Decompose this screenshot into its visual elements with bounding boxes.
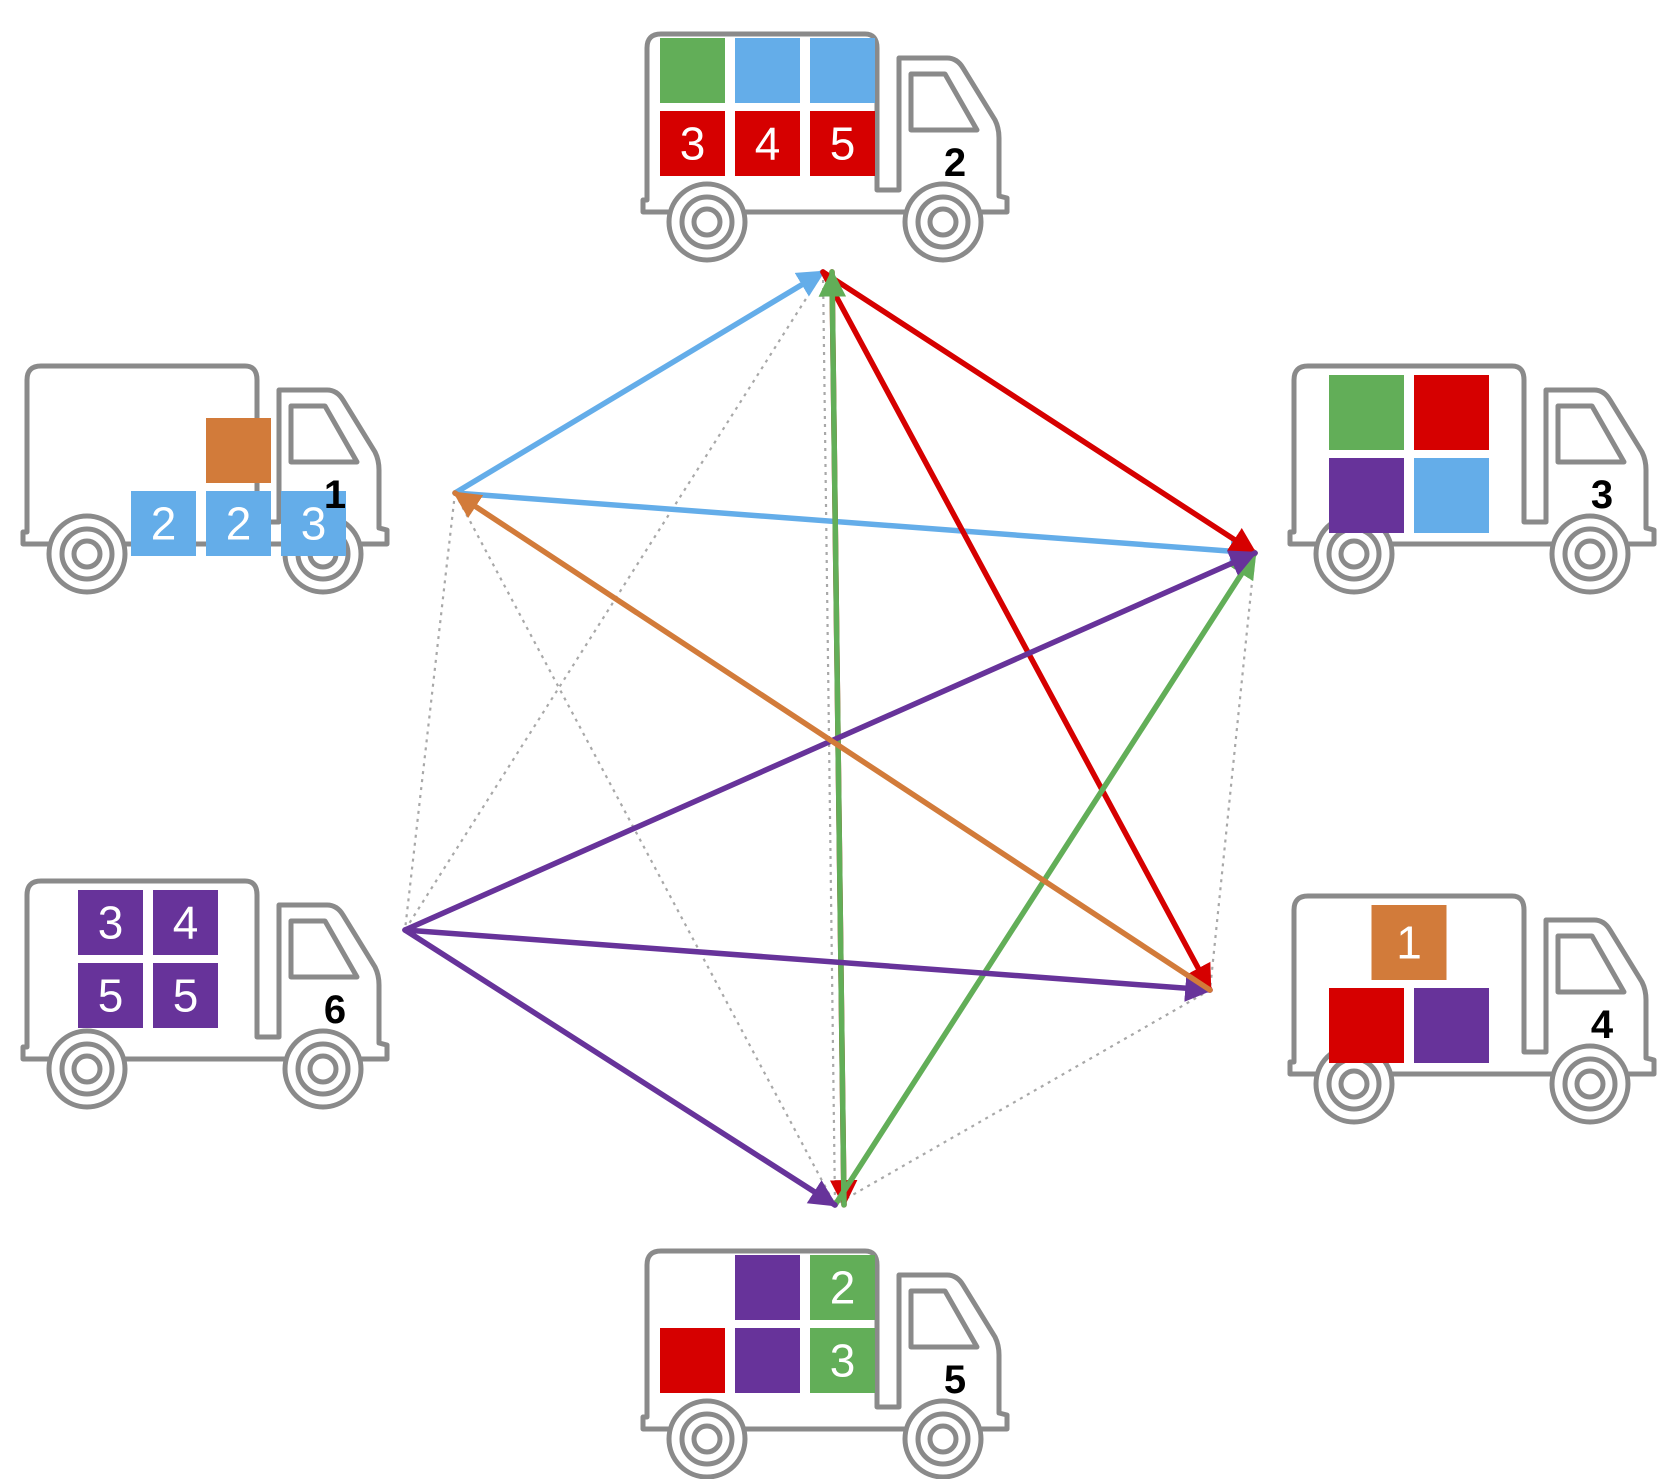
cargo-box-label: 2 — [226, 498, 252, 550]
cargo-box-label: 3 — [830, 1335, 856, 1387]
cargo-box — [1414, 988, 1489, 1063]
cargo-box — [810, 38, 875, 103]
dotted-link-4-5 — [834, 989, 1211, 1206]
cargo-box — [735, 1328, 800, 1393]
front-wheel — [1549, 1043, 1631, 1125]
cargo-box: 3 — [810, 1328, 875, 1393]
cargo-box: 5 — [153, 963, 218, 1028]
front-wheel — [902, 181, 984, 263]
cargo-box: 3 — [660, 111, 725, 176]
dotted-link-1-6 — [403, 492, 457, 931]
cargo-box: 2 — [810, 1255, 875, 1320]
truck-number: 3 — [1591, 473, 1613, 517]
cargo-box-label: 3 — [680, 118, 706, 170]
truck-number: 2 — [944, 141, 966, 185]
rear-wheel — [666, 1398, 748, 1479]
cargo-box — [735, 38, 800, 103]
truck-4: 14 — [1287, 893, 1657, 1125]
cargo-box-label: 4 — [173, 897, 199, 949]
front-wheel — [1549, 513, 1631, 595]
cargo-box — [206, 418, 271, 483]
arrow-1-to-3 — [452, 490, 1258, 565]
arrow-1-to-2 — [452, 269, 826, 496]
cargo-box-label: 5 — [98, 970, 124, 1022]
cargo-box: 2 — [206, 491, 271, 556]
cargo-box-label: 2 — [151, 498, 177, 550]
cargo-box: 3 — [281, 491, 346, 556]
truck-5: 2 3 5 — [640, 1248, 1010, 1479]
transfer-arrow-layer — [402, 269, 1258, 1208]
rear-wheel — [666, 181, 748, 263]
cargo-box: 5 — [78, 963, 143, 1028]
arrow-4-to-1 — [452, 490, 1213, 993]
dotted-link-2-6 — [404, 271, 824, 931]
truck-3: 3 — [1287, 363, 1657, 595]
arrow-2-to-4 — [820, 269, 1213, 993]
dotted-link-layer — [403, 271, 1257, 1206]
truck-number: 6 — [324, 988, 346, 1032]
cargo-box-label: 3 — [98, 897, 124, 949]
cargo-box: 5 — [810, 111, 875, 176]
cargo-box — [660, 1328, 725, 1393]
cargo-box-label: 5 — [830, 118, 856, 170]
truck-window — [908, 1288, 980, 1350]
cargo-box-label: 4 — [755, 118, 781, 170]
cargo-box: 3 — [78, 890, 143, 955]
cargo-box-label: 2 — [830, 1262, 856, 1314]
truck-number: 1 — [324, 473, 346, 517]
dotted-link-3-4 — [1208, 552, 1257, 991]
front-wheel — [902, 1398, 984, 1479]
cargo-box-label: 5 — [173, 970, 199, 1022]
truck-number: 4 — [1591, 1003, 1614, 1047]
cargo-box — [1329, 375, 1404, 450]
truck-window — [288, 918, 360, 980]
cargo-box-label: 1 — [1396, 917, 1422, 969]
cargo-box — [1329, 988, 1404, 1063]
truck-window — [908, 71, 980, 133]
cargo-box: 4 — [735, 111, 800, 176]
cargo-box — [735, 1255, 800, 1320]
cargo-box — [1329, 458, 1404, 533]
truck-window — [1555, 403, 1627, 465]
truck-window — [1555, 933, 1627, 995]
cargo-box: 4 — [153, 890, 218, 955]
cargo-box: 1 — [1371, 905, 1447, 980]
cargo-box — [660, 38, 725, 103]
front-wheel — [282, 1028, 364, 1110]
truck-number: 5 — [944, 1358, 966, 1402]
cargo-box: 2 — [131, 491, 196, 556]
cargo-box-label: 3 — [301, 498, 327, 550]
dotted-link-1-5 — [454, 492, 836, 1206]
rear-wheel — [46, 1028, 128, 1110]
rear-wheel — [46, 513, 128, 595]
arrow-2-to-3 — [820, 269, 1258, 556]
cargo-box — [1414, 458, 1489, 533]
arrow-6-to-5 — [402, 927, 838, 1208]
arrow-6-to-4 — [402, 927, 1213, 1002]
cargo-box — [1414, 375, 1489, 450]
truck-window — [288, 403, 360, 465]
